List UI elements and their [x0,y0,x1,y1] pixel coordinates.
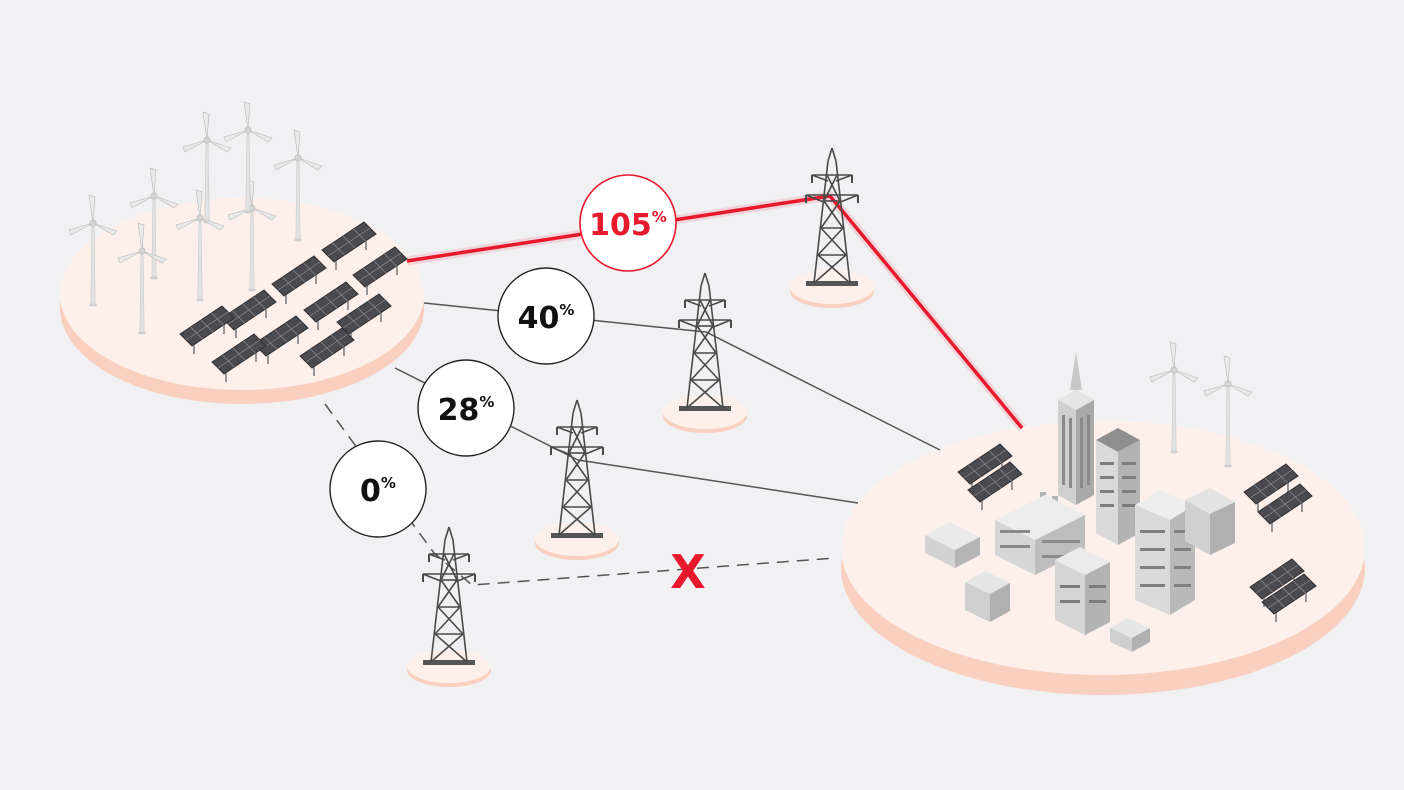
front-building [1055,547,1110,635]
svg-text:40%: 40% [518,301,575,336]
transmission-tower-icon [662,272,748,434]
line-0 [324,403,836,586]
svg-text:105%: 105% [589,208,667,243]
classical-building [1185,488,1235,555]
skyscraper [1058,352,1094,505]
load-value: 0 [360,474,381,509]
svg-text:28%: 28% [438,393,495,428]
load-unit: % [479,393,494,411]
load-badge-105: 105% [579,174,677,272]
small-shop [925,522,980,568]
load-badge-40: 40% [497,267,595,365]
load-badge-28: 28% [417,359,515,457]
load-unit: % [381,474,396,492]
fault-marker: X [670,545,705,599]
wind-turbine-icon [223,101,273,214]
load-value: 28 [438,393,480,428]
city-buildings-icon [925,341,1317,652]
load-value: 40 [518,301,560,336]
small-house [965,571,1010,622]
transmission-tower-icon [534,399,620,561]
load-badge-0: 0% [329,440,427,538]
load-unit: % [559,301,574,319]
load-value: 105 [589,208,652,243]
svg-text:0%: 0% [360,474,396,509]
small-kiosk [1110,618,1150,652]
overloaded-line [406,191,1026,431]
factory [995,492,1085,575]
office-tower [1096,428,1140,545]
load-unit: % [652,208,667,226]
transmission-tower-icon [406,526,492,688]
